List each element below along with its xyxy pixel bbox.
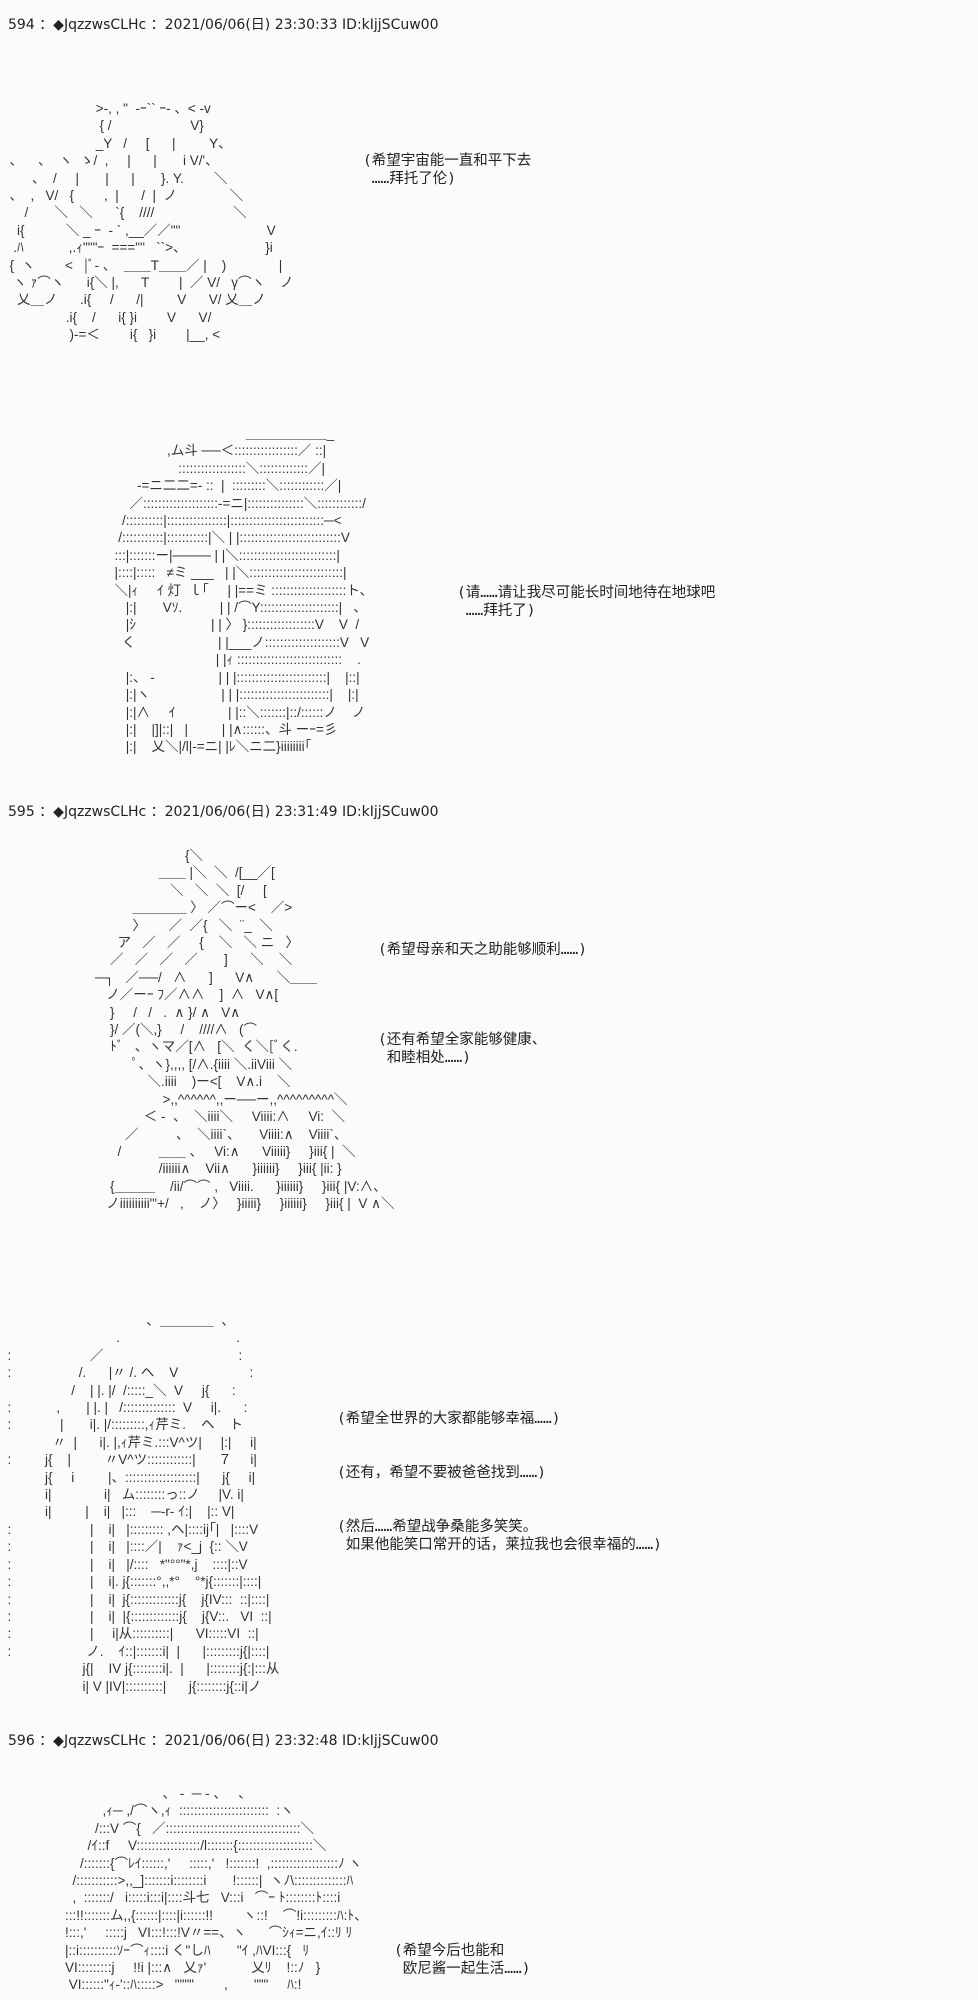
dialog-text: (希望宇宙能一直和平下去 ……拜托了伦) xyxy=(363,153,532,187)
ascii-art: {＼ ＿＿ |＼ ＼ /[__／[ ＼ ＼ ＼ [/ [ ＿＿＿＿ 〉 ／⌒ー<… xyxy=(95,848,395,1212)
ascii-art: 、 - ─ - 、 、 ,ｨ─ ,/⌒ヽ,ｨ :::::::::::::::::… xyxy=(65,1786,368,1993)
dialog-text: (还有，希望不要被爸爸找到……) xyxy=(337,1465,546,1481)
ascii-art: ＿＿＿＿＿＿_ ,ム斗 ──＜:::::::::::::::::／ ::| ::… xyxy=(114,426,374,755)
ascii-art: 、＿＿＿＿ 、 . . : ／ : : /. |〃 /. ヘ V : xyxy=(7,1313,280,1694)
dialog-text: (然后……希望战争桑能多笑笑。 如果他能笑口常开的话，莱拉我也会很幸福的……) xyxy=(337,1519,662,1553)
ascii-art: >-, , " -ｰ`` ｰ- 、< -v { / V} _Y / [ | Y、… xyxy=(9,101,294,343)
dialog-text: (还有希望全家能够健康、 和睦相处……) xyxy=(378,1032,547,1066)
dialog-text: (请……请让我尽可能长时间地待在地球吧 ……拜托了) xyxy=(457,585,716,619)
post-header: 594 ：◆JqzzwsCLHc ：2021/06/06(日) 23:30:33… xyxy=(8,17,439,33)
post-header: 596 ：◆JqzzwsCLHc ：2021/06/06(日) 23:32:48… xyxy=(8,1733,439,1749)
dialog-text: (希望母亲和天之助能够顺利……) xyxy=(378,942,587,958)
post-header: 595 ：◆JqzzwsCLHc ：2021/06/06(日) 23:31:49… xyxy=(8,804,439,820)
dialog-text: (希望今后也能和 欧尼酱一起生活……) xyxy=(394,1943,531,1977)
dialog-text: (希望全世界的大家都能够幸福……) xyxy=(337,1411,561,1427)
